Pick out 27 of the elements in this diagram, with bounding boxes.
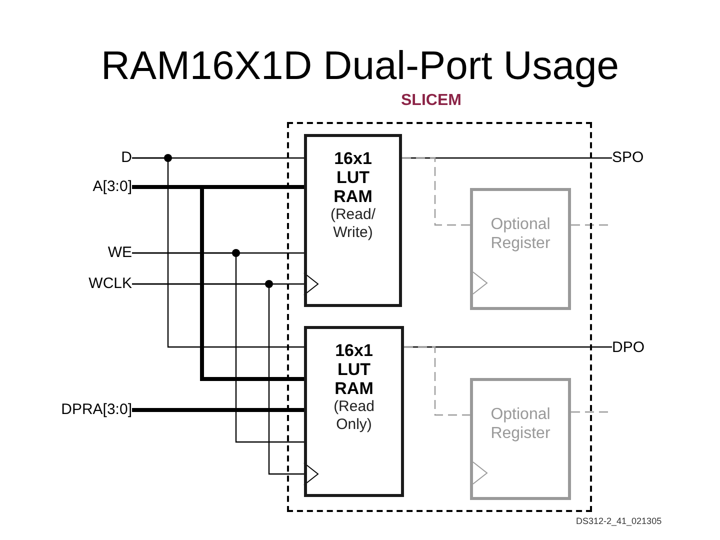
signal-name: DPO: [612, 339, 662, 357]
signal-name: SPO: [612, 149, 662, 167]
lut-ram-block: [304, 326, 404, 497]
block-title: Optional Register: [490, 215, 552, 253]
lut-ram-block: [304, 134, 402, 307]
slide-title: RAM16X1D Dual-Port Usage: [100, 43, 620, 90]
block-title: 16x1 LUT RAM: [332, 149, 374, 206]
bus-wire: [132, 408, 304, 412]
register-block: [470, 188, 571, 310]
block-mode: (Read/ Write): [329, 206, 377, 242]
block-title: Optional Register: [490, 405, 552, 443]
signal-name: D: [100, 149, 132, 167]
wire: [132, 283, 318, 486]
bus-wire: [132, 185, 304, 381]
wire: [132, 252, 304, 443]
signal-name: WE: [90, 244, 132, 262]
signal-name: A[3:0]: [60, 178, 132, 196]
wire: [132, 157, 304, 348]
dashed-wire: [402, 157, 470, 226]
block-title: 16x1 LUT RAM: [334, 341, 374, 398]
dashed-wire: [404, 346, 470, 416]
slice-label: SLICEM: [401, 93, 462, 109]
signal-name: WCLK: [60, 275, 132, 293]
register-block: [470, 378, 571, 500]
block-mode: (Read Only): [332, 398, 376, 434]
signal-name: DPRA[3:0]: [30, 401, 132, 419]
figure-id: DS312-2_41_021305: [576, 516, 662, 527]
